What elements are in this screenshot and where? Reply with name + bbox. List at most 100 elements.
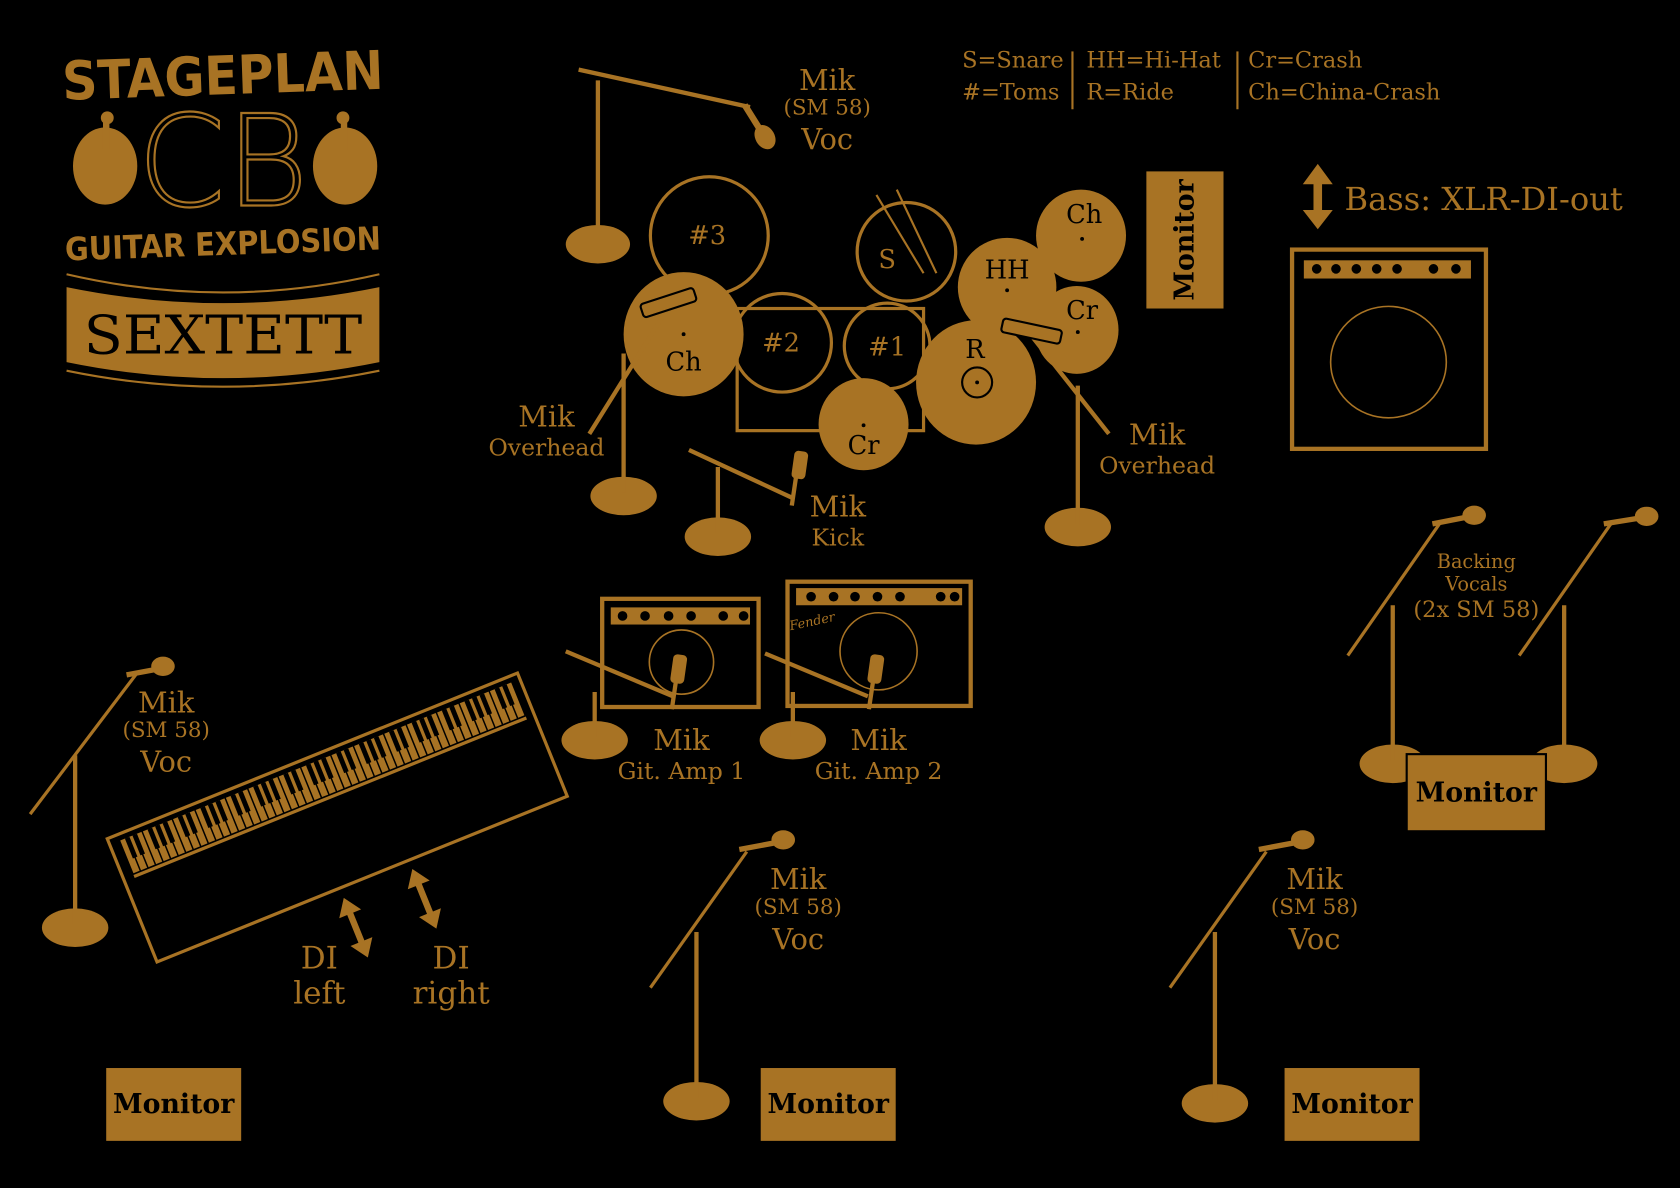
monitor-label: Monitor xyxy=(1416,777,1538,808)
mic-stand-voc-left xyxy=(28,656,175,947)
black-key xyxy=(124,836,138,859)
peacock-right-icon xyxy=(312,111,378,205)
guitar-amp-1 xyxy=(600,596,761,710)
tom-2-label: #2 xyxy=(762,328,800,358)
mic-role: Overhead xyxy=(1099,451,1215,479)
white-key xyxy=(195,807,216,843)
white-key xyxy=(339,749,359,785)
crash-bottom-label: Cr xyxy=(848,431,881,461)
backing-label: Vocals xyxy=(1444,572,1507,595)
white-key xyxy=(444,706,465,743)
microphone-icon xyxy=(151,656,175,676)
monitor-center: Monitor xyxy=(760,1068,896,1141)
white-key xyxy=(308,761,329,798)
microphone-icon xyxy=(754,124,776,150)
white-key xyxy=(173,816,193,852)
mic-label: Mik xyxy=(770,862,827,896)
black-key xyxy=(388,730,402,752)
white-key xyxy=(203,804,223,840)
ride-label: R xyxy=(965,335,985,365)
white-key xyxy=(331,752,351,788)
mic-role: Voc xyxy=(139,744,192,778)
white-key xyxy=(142,828,163,865)
white-key xyxy=(497,685,517,721)
mic-role: Overhead xyxy=(488,433,604,461)
black-key xyxy=(373,736,387,758)
legend-crash: Cr=Crash xyxy=(1248,47,1362,73)
monitor-label: Monitor xyxy=(1170,178,1201,300)
white-key xyxy=(120,837,140,874)
black-key xyxy=(479,693,493,716)
backing-label: Backing xyxy=(1437,550,1516,573)
black-key xyxy=(260,781,274,804)
microphone-icon xyxy=(867,654,885,684)
white-key xyxy=(240,789,261,825)
mic-label: Mik xyxy=(799,63,856,97)
white-key xyxy=(127,834,148,871)
mic-stand-backing-2 xyxy=(1517,506,1659,784)
white-key xyxy=(504,682,525,718)
black-key xyxy=(253,784,266,807)
bass-label: Bass: XLR-DI-out xyxy=(1345,180,1623,218)
black-key xyxy=(215,800,228,822)
legend: S=Snare #=Toms HH=Hi-Hat R=Ride Cr=Crash… xyxy=(962,47,1440,110)
white-key xyxy=(452,703,472,740)
black-key xyxy=(132,833,145,856)
white-key xyxy=(271,777,291,813)
black-key xyxy=(283,772,296,795)
mic-label: Mik xyxy=(1129,418,1186,452)
white-key xyxy=(391,728,412,764)
di-left-label: left xyxy=(293,976,346,1012)
snare-label: S xyxy=(878,245,896,275)
white-key xyxy=(218,798,238,834)
crash-right-label: Cr xyxy=(1066,296,1099,326)
white-key xyxy=(429,713,449,749)
tom-1-label: #1 xyxy=(868,333,906,363)
di-right-arrow-icon xyxy=(407,868,441,929)
logo-monogram: CB xyxy=(137,89,308,236)
white-key xyxy=(225,795,246,831)
white-key xyxy=(188,810,208,846)
hihat-label: HH xyxy=(985,256,1030,286)
microphone-icon xyxy=(1290,830,1315,850)
black-key xyxy=(207,803,221,825)
black-key xyxy=(313,760,327,783)
white-key xyxy=(157,822,178,859)
mic-label: Mik xyxy=(653,723,710,757)
black-key xyxy=(502,684,515,707)
black-key xyxy=(162,821,176,844)
mic-stand-voc-right xyxy=(1168,830,1315,1123)
mic-stand-amp-2 xyxy=(759,651,885,760)
white-key xyxy=(489,688,510,724)
white-key xyxy=(437,709,457,746)
black-key xyxy=(238,791,251,813)
mic-role: Voc xyxy=(800,122,853,156)
black-key xyxy=(419,717,432,740)
keyboard xyxy=(105,670,570,965)
white-key xyxy=(278,773,299,810)
ride-bell xyxy=(961,366,994,399)
white-key xyxy=(376,734,397,770)
white-key xyxy=(233,792,253,828)
peacock-left-icon xyxy=(72,111,138,205)
backing-label: (2x SM 58) xyxy=(1413,597,1539,623)
snare xyxy=(855,200,958,303)
white-key xyxy=(467,697,487,734)
white-key xyxy=(361,740,382,776)
drumstick xyxy=(895,189,938,274)
microphone-icon xyxy=(670,654,688,684)
microphone-icon xyxy=(1462,505,1486,525)
monitor-backing: Monitor xyxy=(1405,753,1548,833)
black-key xyxy=(155,824,168,847)
mic-role: Git. Amp 2 xyxy=(815,757,943,785)
mic-model: (SM 58) xyxy=(1271,895,1358,920)
mic-stand-overhead-left xyxy=(587,287,698,516)
mic-stand-kick xyxy=(684,447,809,556)
black-key xyxy=(411,720,425,743)
logo-banner-bottom-line xyxy=(66,369,380,388)
black-key xyxy=(449,705,462,728)
white-key xyxy=(165,819,185,855)
black-key xyxy=(426,714,440,737)
di-right-label: right xyxy=(413,976,491,1012)
white-key xyxy=(482,691,502,727)
